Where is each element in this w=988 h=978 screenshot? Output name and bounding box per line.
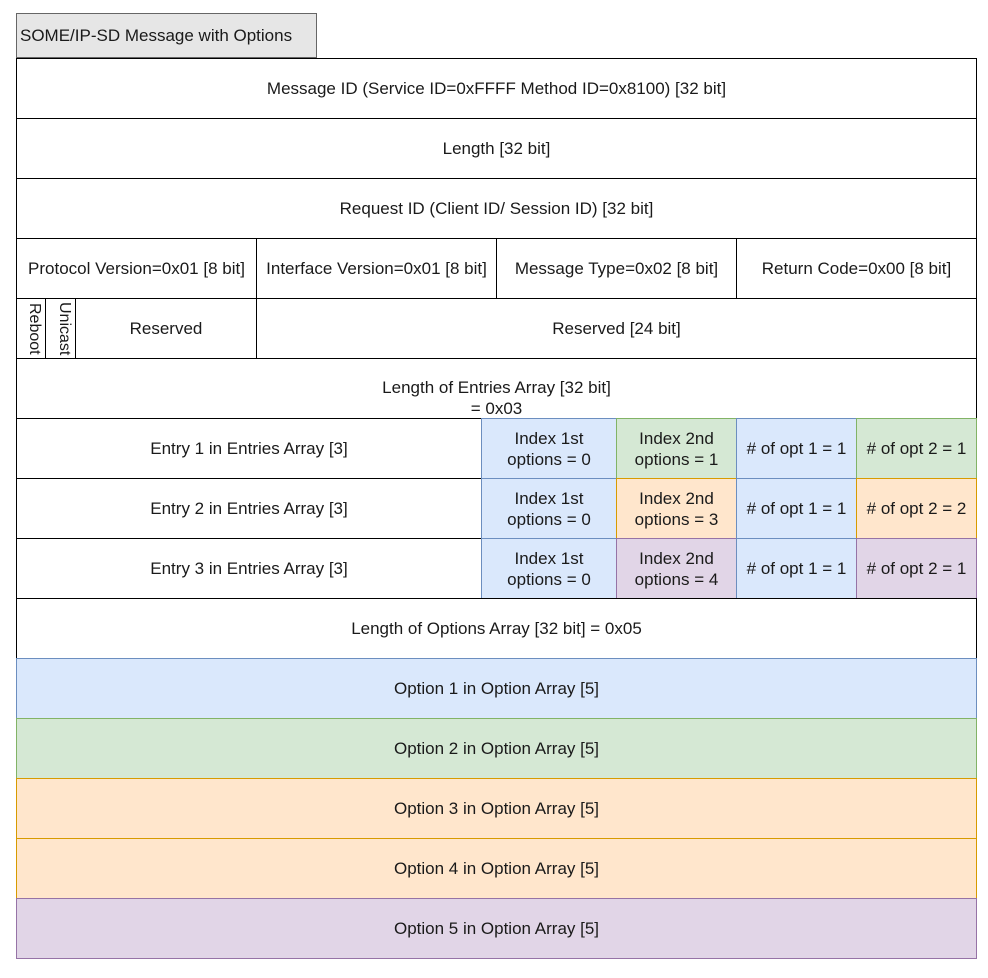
interface-version-field: Interface Version=0x01 [8 bit] [256,238,497,299]
index-1st-line1: Index 1st [514,488,584,508]
num-opt-2-label: # of opt 2 = 1 [866,439,967,458]
unicast-flag-label: Unicast [56,301,73,356]
request-id-field: Request ID (Client ID/ Session ID) [32 b… [16,178,977,239]
num-opt-2-label: # of opt 2 = 2 [866,499,967,518]
index-2nd-line2: options = 1 [634,449,719,469]
num-opt-2-label: # of opt 2 = 1 [866,559,967,578]
entries-length-line1: Length of Entries Array [32 bit] [382,378,611,397]
message-type-field: Message Type=0x02 [8 bit] [496,238,737,299]
index-2nd-line1: Index 2nd [639,428,714,448]
entry-1-field: Entry 1 in Entries Array [3] [16,418,482,479]
reserved-flags-label: Reserved [129,319,203,338]
index-2nd-line2: options = 4 [634,569,719,589]
option-label: Option 3 in Option Array [5] [393,799,600,818]
message-id-label: Message ID (Service ID=0xFFFF Method ID=… [266,79,727,98]
entry-1-index-2nd: Index 2nd options = 1 [616,418,737,479]
index-1st-line2: options = 0 [507,449,591,469]
entry-3-index-2nd: Index 2nd options = 4 [616,538,737,599]
message-type-label: Message Type=0x02 [8 bit] [514,259,719,278]
reboot-flag-field: Reboot [16,298,46,359]
entry-2-num-opt-1: # of opt 1 = 1 [736,478,857,539]
message-id-field: Message ID (Service ID=0xFFFF Method ID=… [16,58,977,119]
length-label: Length [32 bit] [442,139,551,158]
reboot-flag-label: Reboot [26,302,43,355]
entry-2-field: Entry 2 in Entries Array [3] [16,478,482,539]
protocol-version-field: Protocol Version=0x01 [8 bit] [16,238,257,299]
diagram-title-text: SOME/IP-SD Message with Options [20,26,293,45]
option-5-field: Option 5 in Option Array [5] [16,898,977,959]
entry-1-num-opt-2: # of opt 2 = 1 [856,418,977,479]
num-opt-1-label: # of opt 1 = 1 [746,439,847,458]
option-1-field: Option 1 in Option Array [5] [16,658,977,719]
diagram-title: SOME/IP-SD Message with Options [16,13,317,58]
entry-2-index-1st: Index 1st options = 0 [481,478,617,539]
entry-3-field: Entry 3 in Entries Array [3] [16,538,482,599]
entry-2-num-opt-2: # of opt 2 = 2 [856,478,977,539]
index-1st-line1: Index 1st [514,548,584,568]
index-2nd-line2: options = 3 [634,509,719,529]
option-4-field: Option 4 in Option Array [5] [16,838,977,899]
num-opt-1-label: # of opt 1 = 1 [746,499,847,518]
entry-1-index-1st: Index 1st options = 0 [481,418,617,479]
index-1st-line2: options = 0 [507,509,591,529]
num-opt-1-label: # of opt 1 = 1 [746,559,847,578]
return-code-label: Return Code=0x00 [8 bit] [761,259,952,278]
entry-label: Entry 2 in Entries Array [3] [150,499,348,518]
entry-label: Entry 1 in Entries Array [3] [150,439,348,458]
length-field: Length [32 bit] [16,118,977,179]
entry-label: Entry 3 in Entries Array [3] [150,559,348,578]
request-id-label: Request ID (Client ID/ Session ID) [32 b… [339,199,654,218]
options-length-field: Length of Options Array [32 bit] = 0x05 [16,598,977,659]
return-code-field: Return Code=0x00 [8 bit] [736,238,977,299]
entries-length-line2: = 0x03 [470,399,523,418]
option-3-field: Option 3 in Option Array [5] [16,778,977,839]
option-label: Option 1 in Option Array [5] [393,679,600,698]
options-length-label: Length of Options Array [32 bit] = 0x05 [351,619,642,638]
option-2-field: Option 2 in Option Array [5] [16,718,977,779]
entries-length-field: Length of Entries Array [32 bit] = 0x03 [16,358,977,419]
interface-version-label: Interface Version=0x01 [8 bit] [266,259,487,278]
entry-2-index-2nd: Index 2nd options = 3 [616,478,737,539]
unicast-flag-field: Unicast [45,298,76,359]
reserved-24-field: Reserved [24 bit] [256,298,977,359]
index-1st-line1: Index 1st [514,428,584,448]
entry-3-num-opt-2: # of opt 2 = 1 [856,538,977,599]
index-1st-line2: options = 0 [507,569,591,589]
option-label: Option 4 in Option Array [5] [393,859,600,878]
index-2nd-line1: Index 2nd [639,548,714,568]
protocol-version-label: Protocol Version=0x01 [8 bit] [28,259,245,278]
entry-1-num-opt-1: # of opt 1 = 1 [736,418,857,479]
option-label: Option 2 in Option Array [5] [393,739,600,758]
index-2nd-line1: Index 2nd [639,488,714,508]
reserved-flags-field: Reserved [75,298,257,359]
entry-3-index-1st: Index 1st options = 0 [481,538,617,599]
entry-3-num-opt-1: # of opt 1 = 1 [736,538,857,599]
option-label: Option 5 in Option Array [5] [393,919,600,938]
reserved-24-label: Reserved [24 bit] [552,319,681,338]
